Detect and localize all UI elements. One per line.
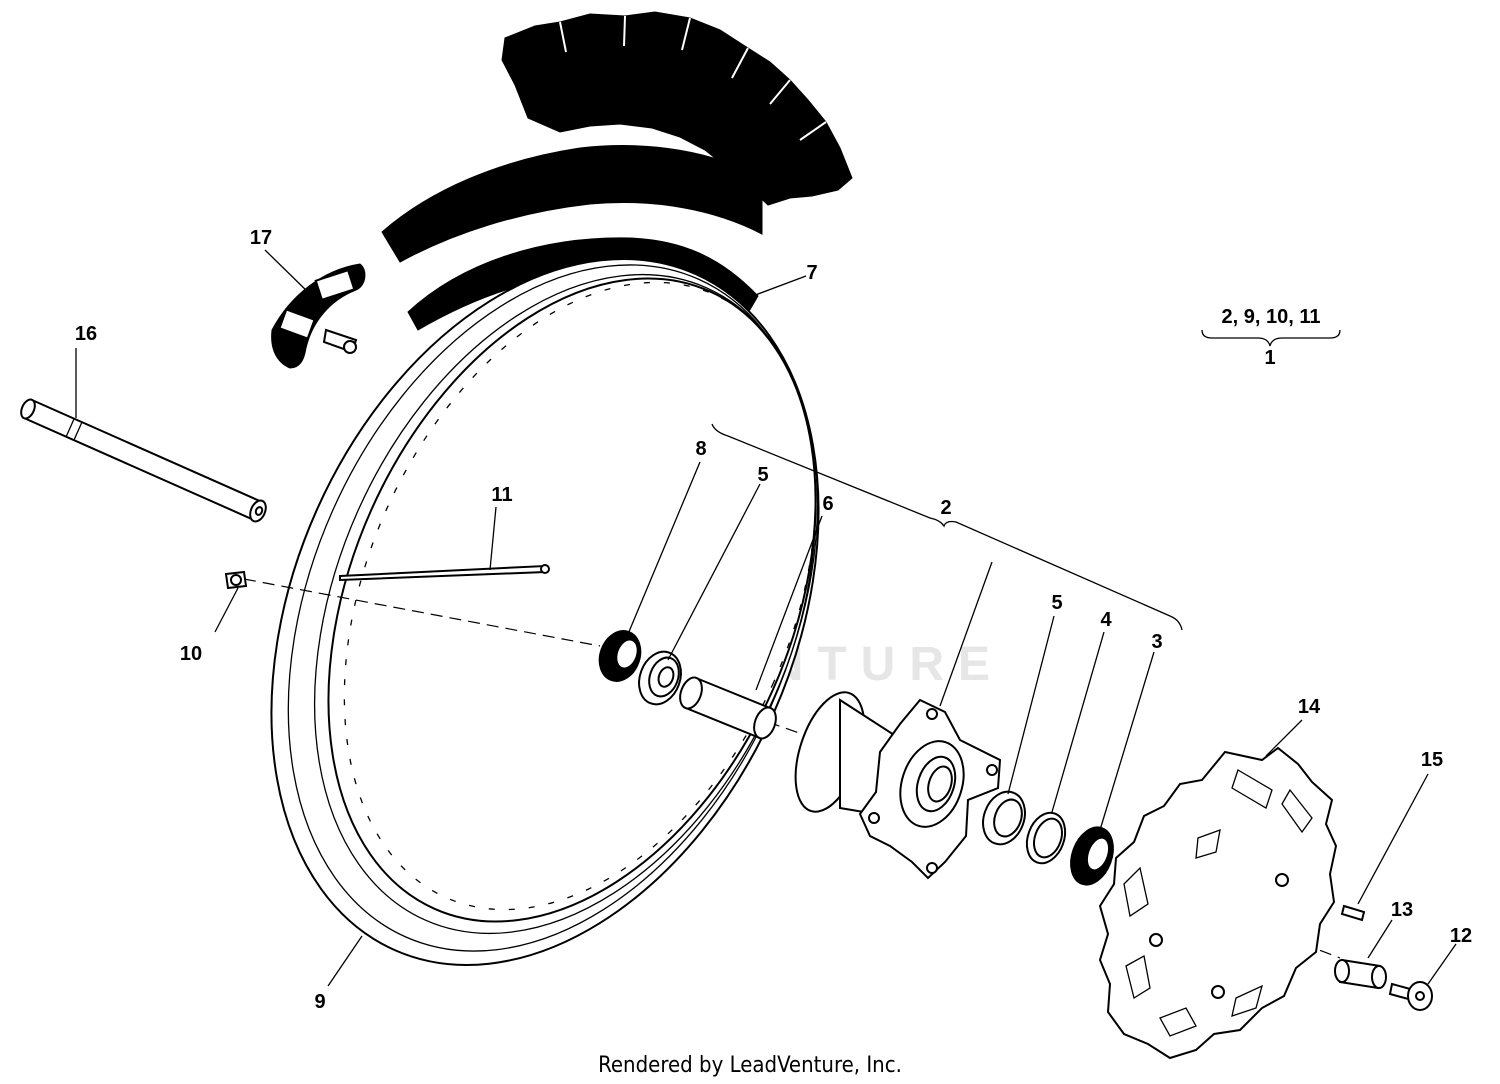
circlip xyxy=(1025,811,1067,865)
callout-15: 15 xyxy=(1421,749,1443,771)
axle xyxy=(20,398,267,523)
hub xyxy=(794,691,1002,880)
axis-centerline-2 xyxy=(767,721,831,745)
callout-4: 4 xyxy=(1100,609,1112,631)
callout-2: 2 xyxy=(940,497,951,519)
assembly-number-label: 1 xyxy=(1264,347,1275,369)
rim-lock xyxy=(271,263,366,369)
hub-assembly-bracket xyxy=(711,423,1183,631)
callout-7: 7 xyxy=(806,262,817,284)
disc-bolt xyxy=(1340,904,1366,922)
callout-5-upper: 5 xyxy=(757,464,768,486)
callout-5-lower: 5 xyxy=(1051,592,1062,614)
axis-centerline xyxy=(243,578,601,647)
callout-12: 12 xyxy=(1450,925,1472,947)
callout-8: 8 xyxy=(695,438,706,460)
callout-14: 14 xyxy=(1298,696,1321,718)
footer-credit: Rendered by LeadVenture, Inc. xyxy=(598,1053,902,1078)
brake-disc xyxy=(1098,746,1338,1060)
callout-6: 6 xyxy=(822,493,833,515)
tire xyxy=(501,11,853,206)
callout-16: 16 xyxy=(75,323,97,345)
axle-bolt xyxy=(1388,981,1433,1011)
callout-3: 3 xyxy=(1151,631,1162,653)
rim-band xyxy=(381,145,763,263)
callout-17: 17 xyxy=(250,227,272,249)
callout-labels: 17 7 16 8 5 11 6 2 5 4 3 10 14 15 13 12 … xyxy=(75,227,1472,1013)
collar xyxy=(1334,958,1387,990)
callout-13: 13 xyxy=(1391,899,1413,921)
assembly-members-label: 2, 9, 10, 11 xyxy=(1222,306,1321,328)
bearing-2 xyxy=(982,790,1026,846)
leader-lines xyxy=(75,249,1457,987)
spoke xyxy=(339,564,550,582)
assembly-brace xyxy=(1201,329,1341,347)
seal xyxy=(598,630,642,682)
callout-10: 10 xyxy=(180,643,202,665)
callout-9: 9 xyxy=(314,991,325,1013)
bearing xyxy=(638,650,682,706)
spoke-nipple xyxy=(224,570,248,590)
spacer xyxy=(679,676,777,740)
wheel-rim xyxy=(270,258,820,966)
seal-2 xyxy=(1070,826,1114,886)
callout-11: 11 xyxy=(491,484,512,506)
